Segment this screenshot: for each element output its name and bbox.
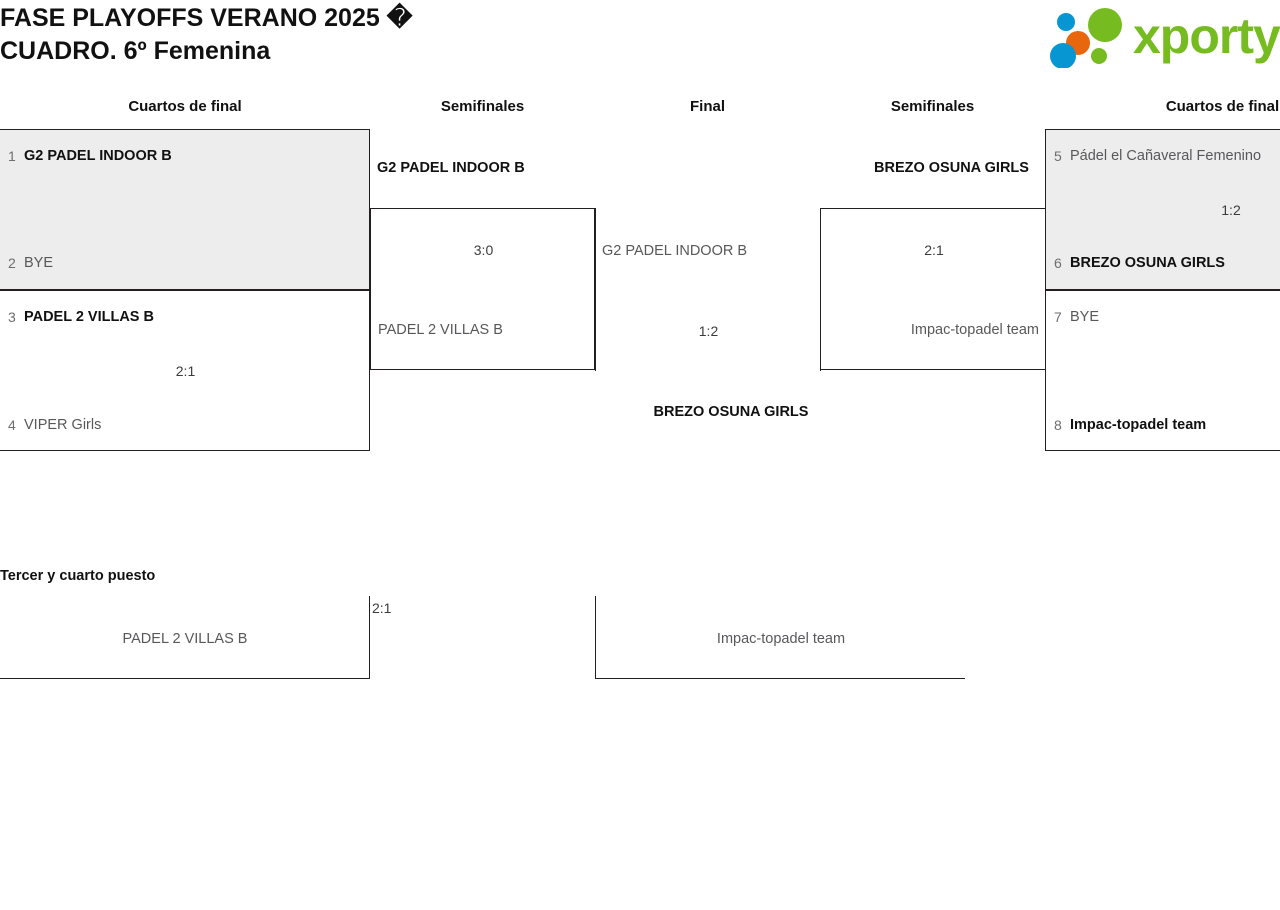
team-name: Pádel el Cañaveral Femenino xyxy=(1070,148,1262,164)
round-header-qf-left: Cuartos de final xyxy=(128,98,242,115)
seed-number: 2 xyxy=(8,255,16,271)
team-name: PADEL 2 VILLAS B xyxy=(24,309,154,325)
match-score: 1:2 xyxy=(1221,202,1241,218)
round-header-sf-right: Semifinales xyxy=(890,98,975,115)
third-place-title: Tercer y cuarto puesto xyxy=(0,568,156,584)
match-score: 2:1 xyxy=(924,242,944,258)
team-name: VIPER Girls xyxy=(24,417,102,433)
sf-right-loser-name: Impac-topadel team xyxy=(910,322,1039,338)
third-place-score: 2:1 xyxy=(372,600,392,616)
third-place-right-name: Impac-topadel team xyxy=(716,631,846,647)
team-name: BYE xyxy=(24,255,54,271)
seed-number: 7 xyxy=(1054,309,1062,325)
third-place-match-right[interactable] xyxy=(595,596,965,679)
final-left-connector xyxy=(595,208,596,371)
team-name: BREZO OSUNA GIRLS xyxy=(1070,255,1225,271)
round-header-final: Final xyxy=(689,98,725,115)
sf-right-winner-name: BREZO OSUNA GIRLS xyxy=(874,160,1029,176)
match-score: 2:1 xyxy=(175,363,196,379)
page-title: FASE PLAYOFFS VERANO 2025 � CUADRO. 6º F… xyxy=(0,4,413,65)
final-score: 1:2 xyxy=(698,323,719,339)
sf-left-loser-name: PADEL 2 VILLAS B xyxy=(378,322,503,338)
seed-number: 4 xyxy=(8,417,16,433)
sf-left-winner-name: G2 PADEL INDOOR B xyxy=(377,160,525,176)
final-loser-name: G2 PADEL INDOOR B xyxy=(602,243,748,259)
team-name: Impac-topadel team xyxy=(1070,417,1207,433)
third-place-match-left[interactable] xyxy=(0,596,370,679)
xporty-wordmark: xporty xyxy=(1133,8,1280,64)
final-right-connector xyxy=(820,208,821,371)
round-header-qf-right: Cuartos de final xyxy=(1165,98,1280,115)
seed-number: 3 xyxy=(8,309,16,325)
seed-number: 5 xyxy=(1054,148,1062,164)
match-sf-left[interactable]: 3:0 PADEL 2 VILLAS B xyxy=(370,208,595,370)
match-qf3[interactable]: 5 Pádel el Cañaveral Femenino 1:2 6 BREZ… xyxy=(1045,129,1280,290)
round-header-sf-left: Semifinales xyxy=(440,98,525,115)
match-qf2[interactable]: 3 PADEL 2 VILLAS B 2:1 4 VIPER Girls xyxy=(0,290,370,451)
xporty-dots-icon xyxy=(1050,8,1122,68)
team-name: G2 PADEL INDOOR B xyxy=(24,148,172,164)
seed-number: 6 xyxy=(1054,255,1062,271)
xporty-logo[interactable]: xporty xyxy=(1041,4,1280,70)
seed-number: 1 xyxy=(8,148,16,164)
match-qf4[interactable]: 7 BYE 8 Impac-topadel team xyxy=(1045,290,1280,451)
seed-number: 8 xyxy=(1054,417,1062,433)
match-qf1[interactable]: 1 G2 PADEL INDOOR B 2 BYE xyxy=(0,129,370,290)
team-name: BYE xyxy=(1070,309,1100,325)
match-score: 3:0 xyxy=(473,242,494,258)
third-place-left-name: PADEL 2 VILLAS B xyxy=(122,631,248,647)
champion-name: BREZO OSUNA GIRLS xyxy=(653,404,809,420)
match-sf-right[interactable]: 2:1 Impac-topadel team xyxy=(820,208,1046,370)
